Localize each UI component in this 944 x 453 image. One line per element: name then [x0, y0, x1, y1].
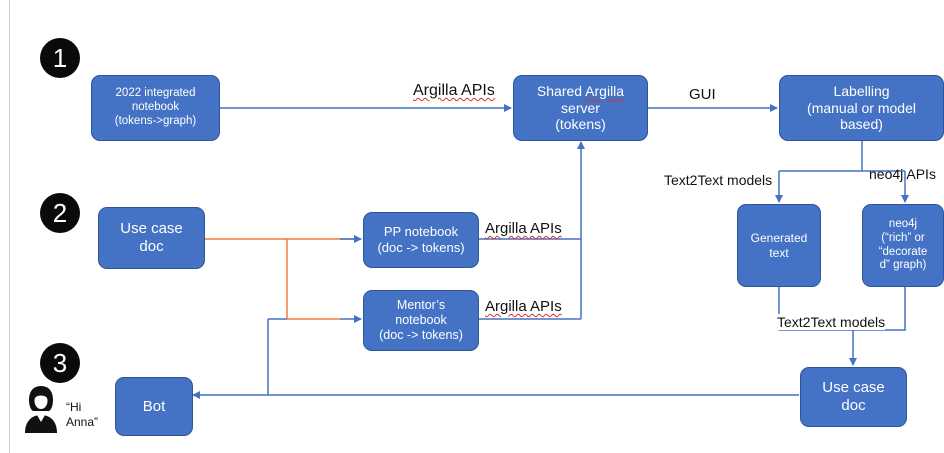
quote-line-1: “Hi — [66, 400, 82, 414]
step-badge-1: 1 — [40, 38, 80, 78]
left-border-line — [9, 0, 10, 453]
labelling-box: Labelling (manual or model based) — [779, 75, 944, 141]
neo4j-apis-label: neo4j APIs — [869, 166, 936, 182]
neo4j-graph-box: neo4j (“rich” or “decorate d” graph) — [862, 204, 944, 287]
quote-line-2: Anna” — [66, 415, 99, 429]
step-badge-3: 3 — [40, 343, 80, 383]
connector-merge — [778, 287, 906, 331]
person-quote: “Hi Anna” — [66, 400, 98, 430]
gui-label: GUI — [689, 86, 716, 103]
shared-argilla-server-box: Shared Argilla server (tokens) — [513, 75, 648, 141]
notebook-2022-box: 2022 integrated notebook (tokens->graph) — [91, 75, 220, 141]
text2text-models-label-top: Text2Text models — [664, 172, 773, 188]
use-case-doc-top-box: Use case doc — [98, 207, 205, 269]
step-badge-2: 2 — [40, 193, 80, 233]
text2text-models-label-bottom: Text2Text models — [777, 314, 886, 330]
argilla-apis-label-top: Argilla APIs — [413, 82, 495, 99]
use-case-doc-bottom-box: Use case doc — [800, 367, 907, 427]
server-label: server (tokens) — [555, 99, 606, 133]
person-icon — [25, 386, 57, 433]
mentor-notebook-box: Mentor’s notebook (doc -> tokens) — [363, 290, 479, 351]
argilla-apis-label-pp: Argilla APIs — [485, 220, 562, 237]
argilla-apis-label-mentor: Argilla APIs — [485, 298, 562, 315]
argilla-word: Argilla — [585, 82, 625, 99]
shared-label: Shared — [536, 82, 586, 99]
pp-notebook-box: PP notebook (doc -> tokens) — [363, 212, 479, 268]
bot-box: Bot — [115, 377, 193, 436]
generated-text-box: Generated text — [737, 204, 821, 287]
